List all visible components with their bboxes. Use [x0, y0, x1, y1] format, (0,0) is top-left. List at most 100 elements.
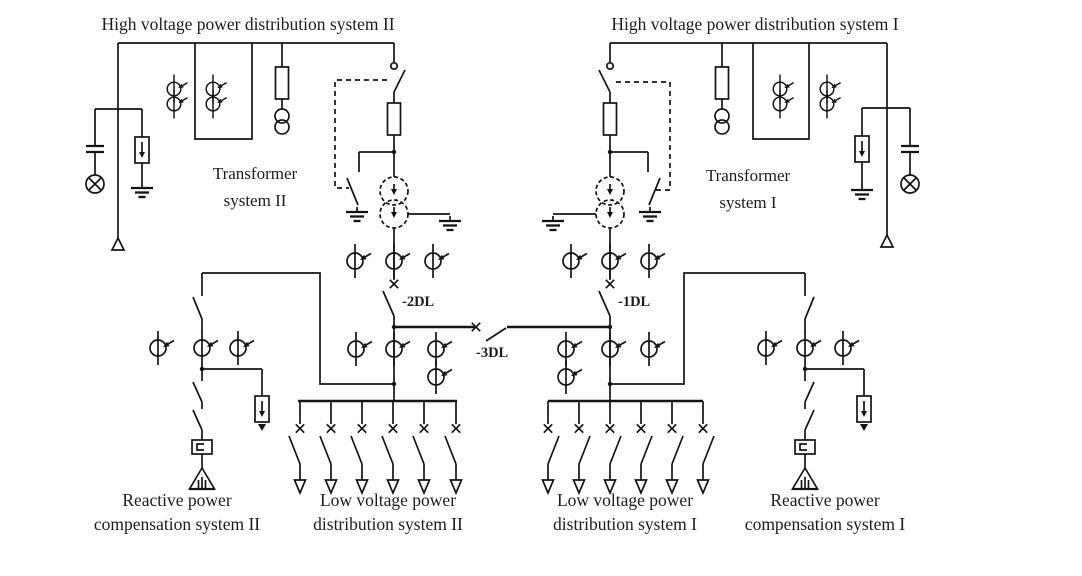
- ground-icon: [129, 181, 155, 199]
- terminal-icon: [389, 61, 399, 71]
- lv-feeder: [636, 401, 653, 493]
- lv-feeder: [574, 401, 591, 493]
- ct-icon: [562, 243, 588, 279]
- fuse-icon: [386, 102, 402, 136]
- hv-system-ii-label: High voltage power distribution system I…: [101, 14, 394, 34]
- cubicle-outline: [334, 79, 387, 189]
- lv-feeder: [413, 401, 430, 493]
- switch-blade-icon: [192, 409, 203, 431]
- lv-feeder: [351, 401, 368, 493]
- switch-blade-icon: [804, 381, 815, 403]
- earthing-switch-icon: [648, 177, 661, 206]
- indicator-lamp-icon: [85, 174, 105, 194]
- transformer-feeder-i: [540, 43, 671, 327]
- ct-icon: [557, 359, 583, 395]
- voltage-transformer-icon: [274, 108, 290, 135]
- ct-icon: [427, 359, 453, 395]
- ct-icon: [193, 330, 219, 366]
- lv-ii-label: Low voltage power: [320, 490, 456, 510]
- switch-blade-icon: [192, 381, 203, 403]
- cable-end-delta-icon: [880, 234, 894, 248]
- ct-icon: [346, 243, 372, 279]
- transformer-i-label: system I: [719, 193, 776, 212]
- power-transformer-icon: [379, 176, 409, 229]
- breaker-3dl-label: -3DL: [476, 345, 509, 361]
- surge-arrester-icon: [854, 135, 870, 163]
- breaker-1dl-blade: [598, 290, 611, 317]
- breaker-3dl-blade: [485, 327, 507, 342]
- switch-blade-icon: [804, 296, 815, 320]
- lv-i-label: distribution system I: [553, 514, 697, 534]
- ground-icon: [849, 183, 875, 201]
- hv-system-i-label: High voltage power distribution system I: [611, 14, 898, 34]
- contactor-icon: [191, 439, 213, 455]
- ct-icon: [424, 243, 450, 279]
- fuse-icon: [602, 102, 618, 136]
- transformer-feeder-ii: [334, 43, 463, 327]
- ct-icon: [385, 243, 411, 279]
- ct-stack-icon: [773, 75, 793, 119]
- ct-stack-icon: [206, 75, 226, 119]
- reactive-i-label: Reactive power: [770, 490, 879, 510]
- ground-icon: [540, 214, 566, 232]
- lv-feeder: [320, 401, 337, 493]
- ct-icon: [601, 331, 627, 367]
- ct-icon: [149, 330, 175, 366]
- ct-icon: [229, 330, 255, 366]
- transformer-ii-label: system II: [224, 191, 287, 210]
- discharge-arrow-icon: [258, 424, 266, 431]
- cubicle-outline: [616, 81, 671, 191]
- earthing-switch-icon: [346, 177, 359, 206]
- ct-stack-icon: [167, 75, 187, 119]
- breaker-1dl-label: -1DL: [618, 294, 651, 310]
- ground-icon: [437, 214, 463, 232]
- lv-feeder: [382, 401, 399, 493]
- ct-icon: [347, 331, 373, 367]
- capacitor-bank-icon: [791, 466, 819, 491]
- transformer-ii-label: Transformer: [213, 164, 298, 183]
- ct-icon: [385, 331, 411, 367]
- ct-icon: [834, 330, 860, 366]
- ct-icon: [557, 331, 583, 367]
- ct-icon: [427, 331, 453, 367]
- lv-feeder: [605, 401, 622, 493]
- fuse-icon: [714, 66, 730, 100]
- reactive-compensation-i: [610, 272, 872, 491]
- lv-feeder: [445, 401, 462, 493]
- surge-arrester-icon: [856, 395, 872, 423]
- cable-end-delta-icon: [111, 237, 125, 251]
- reactive-ii-label: compensation system II: [94, 514, 260, 534]
- ct-icon: [757, 330, 783, 366]
- discharge-arrow-icon: [860, 424, 868, 431]
- ground-icon: [344, 205, 370, 223]
- ct-icon: [640, 243, 666, 279]
- lv-section-ii: [289, 327, 462, 493]
- contactor-icon: [794, 439, 816, 455]
- fuse-icon: [274, 66, 290, 100]
- capacitor-icon: [899, 144, 921, 154]
- ct-stack-icon: [820, 75, 840, 119]
- lv-feeder: [667, 401, 684, 493]
- disconnect-switch-icon: [598, 69, 611, 93]
- ct-icon: [601, 243, 627, 279]
- lv-section-i: [543, 327, 715, 493]
- voltage-transformer-icon: [714, 108, 730, 135]
- capacitor-icon: [84, 144, 106, 154]
- lv-ii-label: distribution system II: [313, 514, 463, 534]
- ct-icon: [796, 330, 822, 366]
- breaker-2dl-blade: [382, 290, 395, 317]
- surge-arrester-icon: [254, 395, 270, 423]
- ground-icon: [637, 205, 663, 223]
- hv-section-ii: [84, 42, 394, 251]
- bus-loop: [752, 43, 810, 140]
- lv-feeder: [543, 401, 560, 493]
- bus-loop: [194, 43, 253, 140]
- terminal-icon: [605, 61, 615, 71]
- power-transformer-icon: [595, 176, 625, 229]
- disconnect-switch-icon: [393, 69, 406, 93]
- hv-section-i: [610, 42, 921, 248]
- ct-icon: [640, 331, 666, 367]
- lv-feeder: [289, 401, 306, 493]
- lv-feeder: [698, 401, 715, 493]
